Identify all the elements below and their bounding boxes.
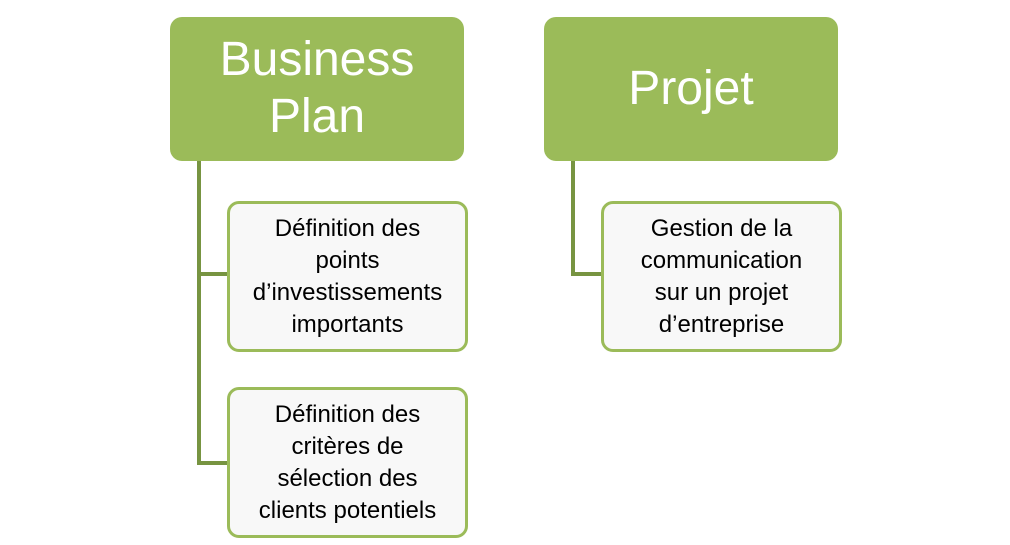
child-client-criteria: Définition des critères de sélection des… xyxy=(227,387,468,538)
connector-business-plan-branch-1 xyxy=(197,272,230,276)
header-projet: Projet xyxy=(544,17,838,161)
connector-projet-trunk xyxy=(571,161,575,276)
child-investment-points: Définition des points d’investissements … xyxy=(227,201,468,352)
connector-business-plan-branch-2 xyxy=(197,461,230,465)
header-business-plan: Business Plan xyxy=(170,17,464,161)
child-communication-management: Gestion de la communication sur un proje… xyxy=(601,201,842,352)
connector-business-plan-trunk xyxy=(197,161,201,465)
connector-projet-branch-1 xyxy=(571,272,604,276)
